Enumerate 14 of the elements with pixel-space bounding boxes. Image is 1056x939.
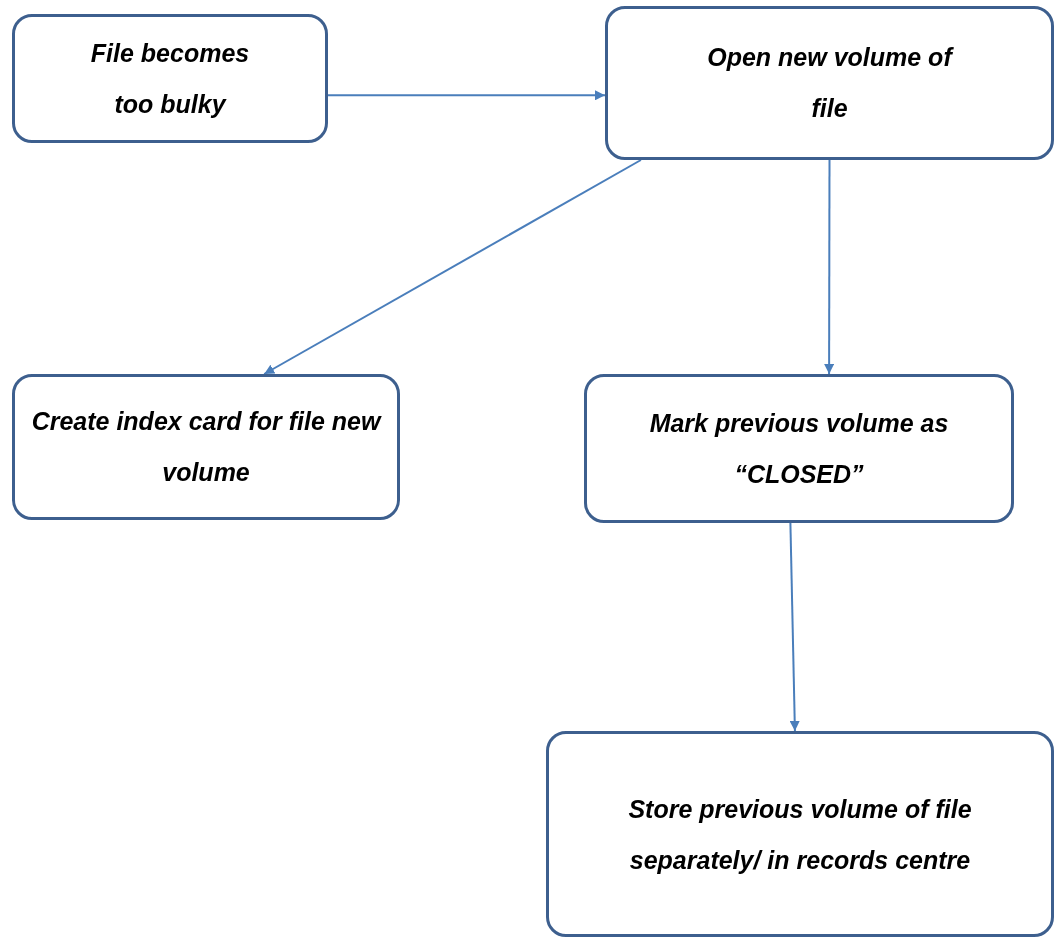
box-label: Store previous volume of file separately/ in records centre (627, 794, 973, 876)
box-label: Mark previous volume as “CLOSED” (648, 407, 950, 490)
box-label: Create index card for file new volume (30, 406, 383, 488)
process-box (12, 374, 400, 520)
process-box (12, 14, 328, 143)
arrow (263, 159, 642, 375)
arrow (327, 90, 606, 101)
arrow (824, 159, 835, 375)
arrow (789, 522, 800, 732)
process-box (584, 374, 1014, 523)
process-box (546, 731, 1054, 937)
box-label: File becomes too bulky (89, 37, 251, 120)
box-label: Open new volume of file (706, 42, 955, 124)
process-box (605, 6, 1054, 160)
